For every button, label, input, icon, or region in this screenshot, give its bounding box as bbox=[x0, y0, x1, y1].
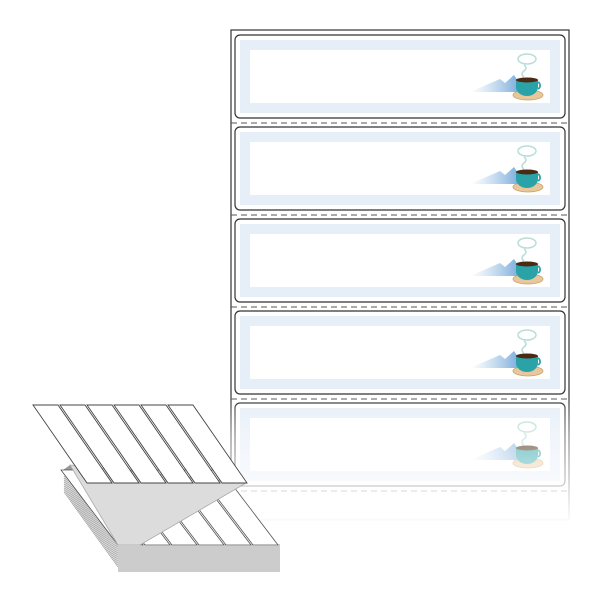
steam-icon bbox=[517, 329, 537, 341]
stack-side-edge bbox=[63, 475, 119, 552]
cup-handle-icon bbox=[537, 357, 541, 366]
stack-side-edge bbox=[63, 489, 119, 566]
label-sheet bbox=[225, 29, 575, 525]
coffee-icon bbox=[516, 261, 538, 267]
top-strip bbox=[32, 404, 113, 484]
stack-side-edge bbox=[63, 477, 119, 554]
coffee-icon bbox=[516, 77, 538, 83]
label bbox=[231, 218, 569, 308]
coffee-cup-icon bbox=[516, 264, 538, 280]
top-strip bbox=[167, 404, 248, 484]
top-strip bbox=[59, 404, 140, 484]
mountain-icon bbox=[470, 351, 522, 368]
stack-side-edge bbox=[63, 473, 119, 550]
label bbox=[231, 310, 569, 400]
coffee-mountain-icon bbox=[470, 329, 544, 377]
stack-side-edge bbox=[63, 483, 119, 560]
label-writing-area bbox=[250, 50, 550, 103]
mountain-icon bbox=[470, 167, 522, 184]
mountain-icon bbox=[470, 75, 522, 92]
coffee-cup-icon bbox=[516, 172, 538, 188]
label-writing-area bbox=[250, 142, 550, 195]
label-writing-area bbox=[250, 326, 550, 379]
label bbox=[231, 126, 569, 216]
steam-icon bbox=[517, 145, 537, 157]
cup-handle-icon bbox=[537, 81, 541, 90]
steam-icon bbox=[521, 340, 527, 354]
steam-icon bbox=[517, 237, 537, 249]
cup-handle-icon bbox=[537, 265, 541, 274]
stack-side-edge bbox=[63, 491, 119, 568]
top-strip bbox=[113, 404, 194, 484]
stack-side-edge bbox=[63, 485, 119, 562]
coffee-cup-icon bbox=[516, 80, 538, 96]
coffee-mountain-icon bbox=[470, 237, 544, 285]
cup-handle-icon bbox=[537, 173, 541, 182]
coffee-icon bbox=[516, 353, 538, 359]
mountain-icon bbox=[470, 259, 522, 276]
label-writing-area bbox=[250, 234, 550, 287]
steam-icon bbox=[521, 156, 527, 170]
top-strip bbox=[140, 404, 221, 484]
steam-icon bbox=[517, 53, 537, 65]
coffee-mountain-icon bbox=[470, 145, 544, 193]
steam-icon bbox=[521, 248, 527, 262]
coffee-mountain-icon bbox=[470, 53, 544, 101]
top-strip bbox=[86, 404, 167, 484]
label bbox=[231, 34, 569, 124]
steam-icon bbox=[521, 64, 527, 78]
fade-overlay bbox=[225, 395, 575, 525]
stack-side-edge bbox=[63, 481, 119, 558]
stack-side-edge bbox=[63, 487, 119, 564]
stack-side-edge bbox=[63, 479, 119, 556]
coffee-cup-icon bbox=[516, 356, 538, 372]
coffee-icon bbox=[516, 169, 538, 175]
label-stack bbox=[32, 404, 280, 572]
